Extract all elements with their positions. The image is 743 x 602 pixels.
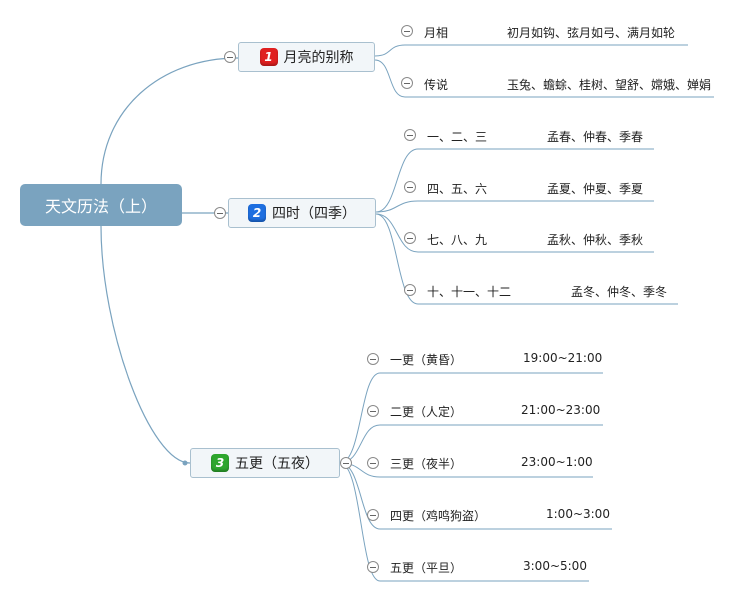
leaf-collapse-icon[interactable]: [404, 232, 416, 244]
b2-link-3: [375, 213, 654, 253]
root-label: 天文历法（上）: [44, 197, 157, 216]
leaf-value: 21:00~23:00: [521, 403, 601, 417]
leaf-collapse-icon[interactable]: [367, 457, 379, 469]
leaf-collapse-icon[interactable]: [367, 405, 379, 417]
leaf-value: 1:00~3:00: [546, 507, 610, 521]
branch-3-collapse-icon[interactable]: [340, 457, 352, 469]
leaf-collapse-icon[interactable]: [404, 181, 416, 193]
leaf-collapse-icon[interactable]: [367, 353, 379, 365]
leaf-collapse-icon[interactable]: [367, 509, 379, 521]
leaf-label: 二更（人定）: [390, 405, 463, 419]
leaf-label: 月相: [424, 26, 449, 40]
branch-node-3[interactable]: 3 五更（五夜）: [190, 448, 340, 478]
branch-2-label: 四时（四季）: [272, 206, 356, 222]
leaf-label: 传说: [424, 78, 449, 92]
branch-1-label: 月亮的别称: [283, 50, 354, 66]
root-link-1: [100, 57, 239, 185]
leaf-value: 3:00~5:00: [523, 559, 587, 573]
b2-link-4: [375, 213, 678, 305]
branch-3-label: 五更（五夜）: [235, 456, 319, 472]
leaf-value: 23:00~1:00: [521, 455, 593, 469]
leaf-label: 一更（黄昏）: [390, 353, 463, 367]
leaf-collapse-icon[interactable]: [404, 129, 416, 141]
leaf-label: 四、五、六: [427, 182, 488, 196]
leaf-value: 孟冬、仲冬、季冬: [571, 285, 668, 299]
leaf-value: 19:00~21:00: [523, 351, 603, 365]
leaf-collapse-icon[interactable]: [367, 561, 379, 573]
leaf-collapse-icon[interactable]: [401, 25, 413, 37]
branch-node-2[interactable]: 2 四时（四季）: [228, 198, 376, 228]
branch-node-1[interactable]: 1 月亮的别称: [238, 42, 375, 72]
leaf-label: 七、八、九: [427, 233, 488, 247]
leaf-value: 孟春、仲春、季春: [547, 130, 644, 144]
branch-2-collapse-icon[interactable]: [214, 207, 226, 219]
leaf-label: 五更（平旦）: [390, 561, 463, 575]
priority-2-icon: 2: [248, 204, 266, 222]
b2-link-2: [375, 200, 654, 213]
branch-1-collapse-icon[interactable]: [224, 51, 236, 63]
leaf-value: 孟秋、仲秋、季秋: [547, 233, 644, 247]
priority-3-icon: 3: [211, 454, 229, 472]
root-link-3: [100, 225, 191, 464]
leaf-value: 玉兔、蟾蜍、桂树、望舒、嫦娥、婵娟: [507, 78, 712, 92]
root-node[interactable]: 天文历法（上）: [20, 184, 182, 226]
b1-link-2: [374, 59, 714, 98]
b2-link-1: [375, 148, 654, 213]
b1-link-1: [374, 44, 688, 57]
leaf-value: 初月如钩、弦月如弓、满月如轮: [507, 26, 676, 40]
leaf-collapse-icon[interactable]: [404, 284, 416, 296]
leaf-label: 一、二、三: [427, 130, 488, 144]
leaf-label: 十、十一、十二: [427, 285, 512, 299]
root-link-dot: [182, 460, 188, 466]
leaf-label: 四更（鸡鸣狗盗）: [390, 509, 487, 523]
leaf-label: 三更（夜半）: [390, 457, 463, 471]
b3-link-1: [339, 372, 603, 464]
leaf-value: 孟夏、仲夏、季夏: [547, 182, 644, 196]
priority-1-icon: 1: [259, 48, 278, 66]
leaf-collapse-icon[interactable]: [401, 77, 413, 89]
